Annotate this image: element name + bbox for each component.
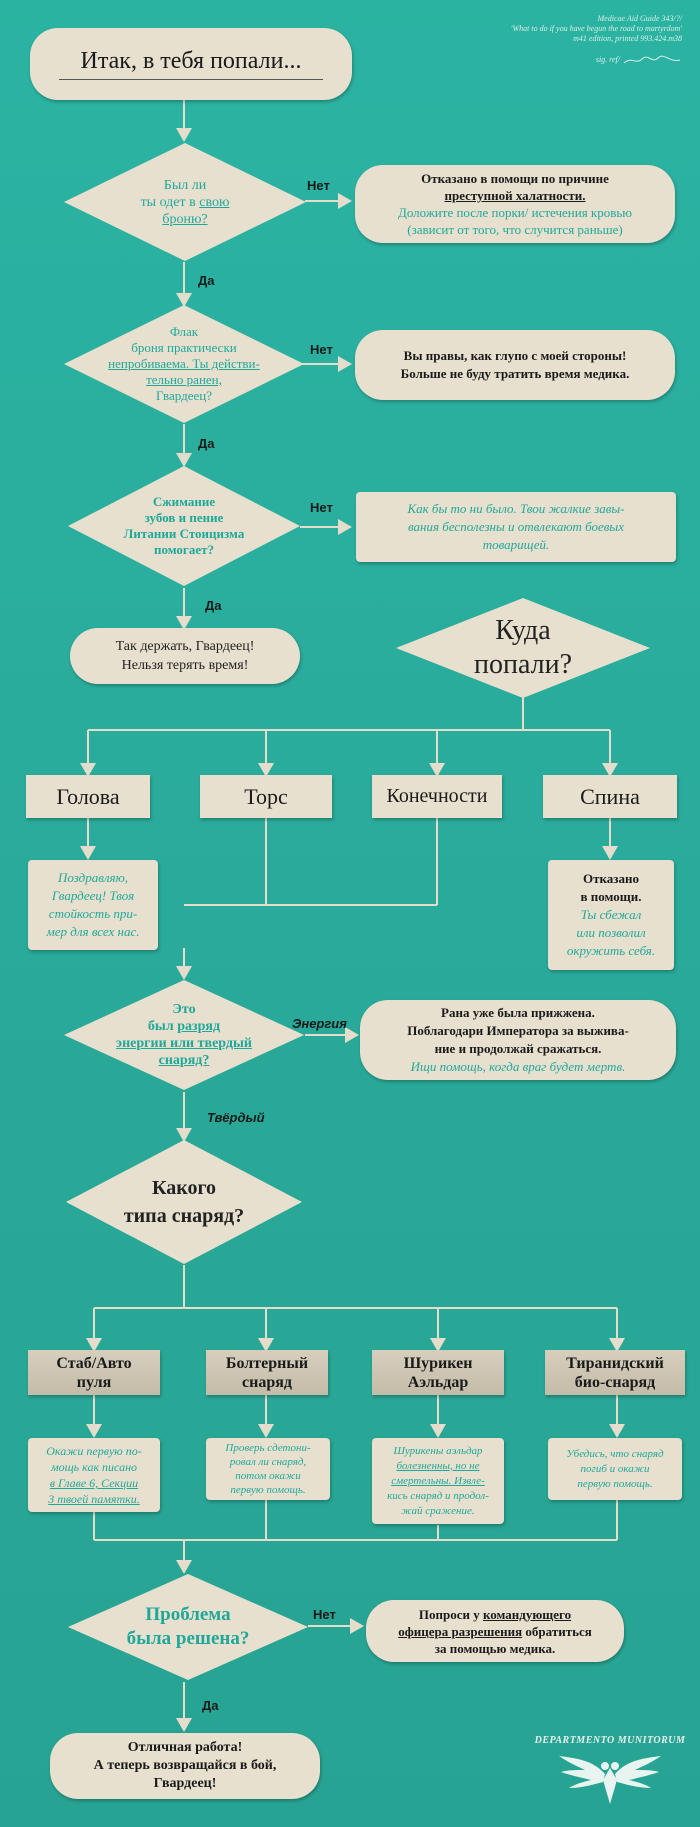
start-title: Итак, в тебя попали... bbox=[80, 48, 302, 74]
refused-negligence-node: Отказано в помощи по причине преступной … bbox=[355, 165, 675, 243]
ammo-note-tyranid: Убедись, что снаряд погиб и окажи первую… bbox=[548, 1438, 682, 1500]
keep-it-up-node: Так держать, Гвардеец! Нельзя терять вре… bbox=[70, 628, 300, 684]
label-no-litany: Нет bbox=[310, 500, 333, 515]
ammo-shuriken: Шурикен Аэльдар bbox=[372, 1350, 504, 1395]
label-yes-flak: Да bbox=[198, 436, 215, 451]
start-underline bbox=[58, 79, 324, 80]
decision-flak: Флак броня практически непробиваема. Ты … bbox=[64, 305, 304, 423]
seal-text: DEPARTMENTO MUNITORUM bbox=[534, 1735, 686, 1746]
label-no-solved: Нет bbox=[313, 1607, 336, 1622]
head-note: Поздравляю, Гвардеец! Твоя стойкость при… bbox=[28, 860, 158, 950]
ammo-stub-auto: Стаб/Авто пуля bbox=[28, 1350, 160, 1395]
label-yes-armour: Да bbox=[198, 273, 215, 288]
meta-signature: sig. ref/ bbox=[511, 54, 682, 66]
final-node: Отличная работа! А теперь возвращайся в … bbox=[50, 1733, 320, 1799]
departmento-munitorum-seal: DEPARTMENTO MUNITORUM bbox=[530, 1735, 690, 1815]
part-back: Спина bbox=[543, 775, 677, 818]
decision-where: Куда попали? bbox=[396, 598, 650, 698]
part-head: Голова bbox=[26, 775, 150, 818]
label-no-flak: Нет bbox=[310, 342, 333, 357]
ammo-note-shuriken: Шурикены аэльдар болезненны, но не смерт… bbox=[372, 1438, 504, 1524]
label-no-armour: Нет bbox=[307, 178, 330, 193]
aquila-icon bbox=[559, 1756, 661, 1804]
label-solid: Твёрдый bbox=[207, 1110, 265, 1125]
label-yes-solved: Да bbox=[202, 1698, 219, 1713]
document-metadata: Medicae Aid Guide 343/?/ 'What to do if … bbox=[511, 14, 682, 66]
ammo-tyranid: Тиранидский био-снаряд bbox=[545, 1350, 685, 1395]
decision-armour: Был ли ты одет в свою броню? bbox=[64, 143, 306, 261]
meta-line-1: Medicae Aid Guide 343/?/ bbox=[597, 14, 683, 23]
you-are-right-node: Вы правы, как глупо с моей стороны! Боль… bbox=[355, 330, 675, 400]
meta-line-3: m41 edition, printed 993.424.m38 bbox=[573, 34, 682, 43]
decision-energy: Это был разряд энергии или твердый снаря… bbox=[64, 980, 304, 1090]
ammo-note-bolter: Проверь сдетони- ровал ли снаряд, потом … bbox=[206, 1438, 330, 1500]
decision-projectile-type: Какого типа снаряд? bbox=[66, 1140, 302, 1264]
ammo-note-stub: Окажи первую по- мощь как писано в Главе… bbox=[28, 1438, 160, 1512]
label-yes-litany: Да bbox=[205, 598, 222, 613]
back-note: Отказано в помощи. Ты сбежал или позволи… bbox=[548, 860, 674, 970]
decision-solved: Проблема была решена? bbox=[68, 1574, 308, 1680]
ammo-bolter: Болтерный снаряд bbox=[206, 1350, 328, 1395]
decision-litany: Сжимание зубов и пение Литании Стоицизма… bbox=[68, 466, 300, 586]
start-node: Итак, в тебя попали... bbox=[30, 28, 352, 100]
energy-note: Рана уже была прижжена. Поблагодари Импе… bbox=[360, 1000, 676, 1080]
signature-scribble bbox=[623, 55, 681, 64]
label-energy: Энергия bbox=[292, 1016, 347, 1031]
part-limbs: Конечности bbox=[372, 775, 502, 818]
litany-no-note: Как бы то ни было. Твои жалкие завы- ван… bbox=[356, 492, 676, 562]
meta-line-2: 'What to do if you have begun the road t… bbox=[510, 24, 682, 33]
ask-officer-node: Попроси у командующего офицера разрешени… bbox=[366, 1600, 624, 1662]
part-torso: Торс bbox=[200, 775, 332, 818]
